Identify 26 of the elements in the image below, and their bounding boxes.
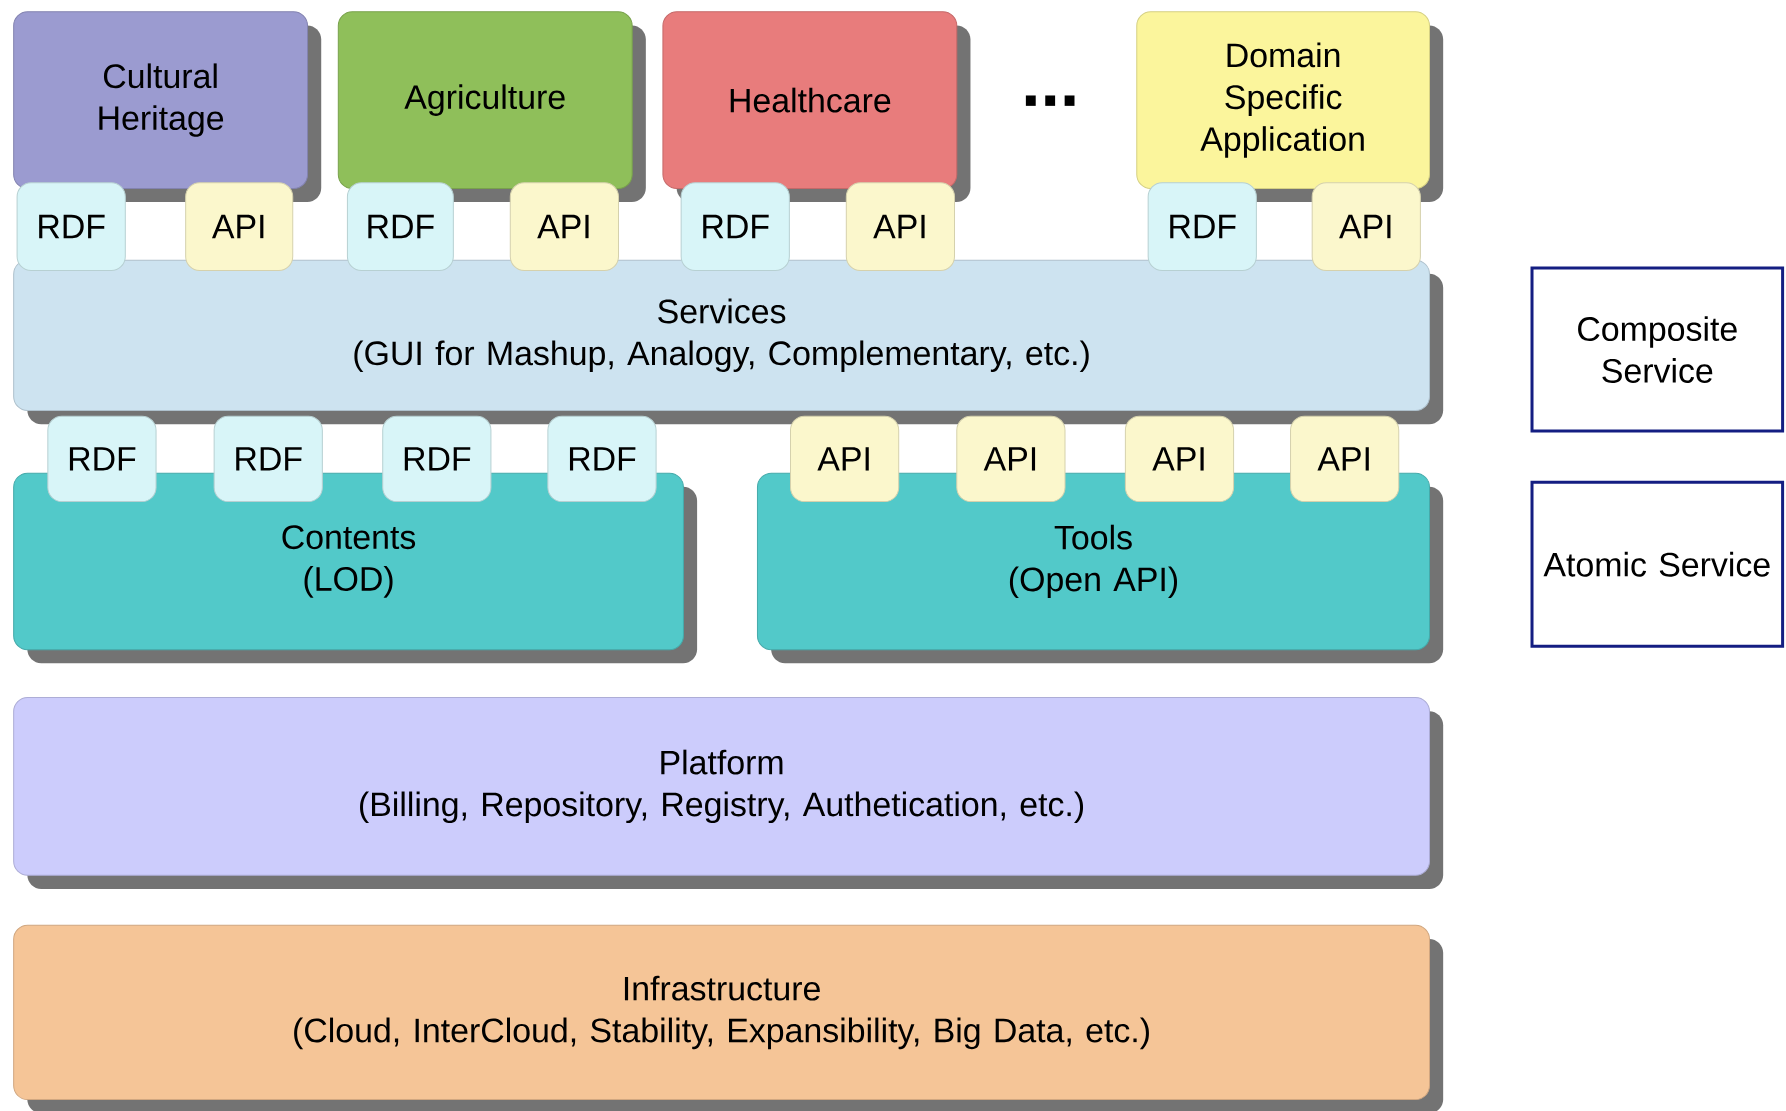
- interface-box: API: [1124, 415, 1235, 503]
- interface-box: RDF: [346, 182, 454, 271]
- layer-box: Platform (Billing, Repository, Registry, Authetication, etc.): [13, 697, 1444, 889]
- interface-box: API: [1311, 182, 1421, 271]
- application-box: Domain Specific Application: [1136, 11, 1444, 203]
- service-type-box: Composite Service: [1530, 266, 1785, 433]
- interface-box: RDF: [547, 415, 657, 503]
- application-box: Cultural Heritage: [13, 11, 322, 203]
- interface-box: RDF: [213, 415, 323, 503]
- layer-box: Infrastructure (Cloud, InterCloud, Stability, Expansibility, Big Data, etc.): [13, 924, 1444, 1111]
- interface-box: RDF: [47, 415, 157, 503]
- interface-box: RDF: [382, 415, 492, 503]
- interface-box: API: [1290, 415, 1400, 503]
- interface-box: API: [509, 182, 619, 271]
- interface-box: API: [790, 415, 900, 503]
- interface-box: RDF: [1147, 182, 1257, 271]
- interface-box: API: [845, 182, 955, 271]
- ellipsis: ...: [1025, 95, 1075, 106]
- application-box: Agriculture: [337, 11, 646, 203]
- interface-box: RDF: [680, 182, 790, 271]
- interface-box: API: [956, 415, 1066, 503]
- layer-box: Services (GUI for Mashup, Analogy, Complementary, etc.): [13, 259, 1444, 425]
- service-type-box: Atomic Service: [1530, 480, 1785, 648]
- application-box: Healthcare: [662, 11, 971, 203]
- interface-box: RDF: [16, 182, 126, 271]
- interface-box: API: [185, 182, 294, 271]
